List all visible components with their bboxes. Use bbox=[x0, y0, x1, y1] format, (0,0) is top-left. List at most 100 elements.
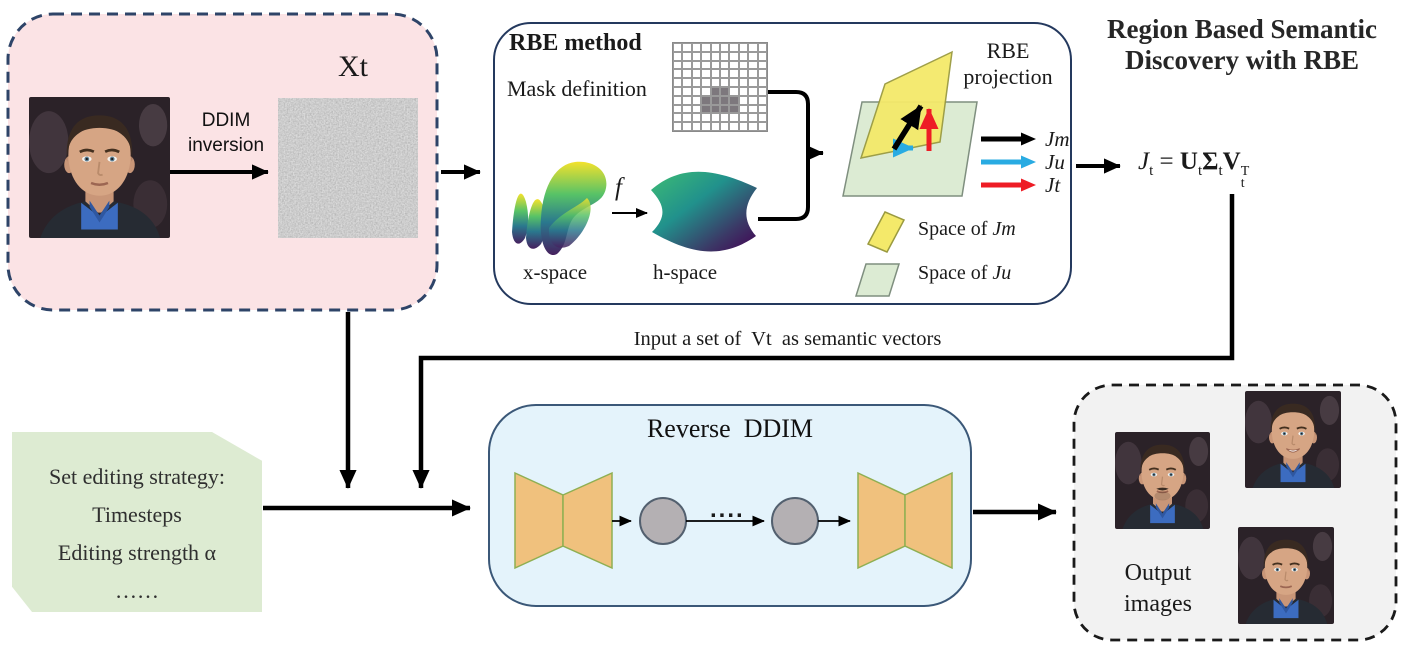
mask-cell bbox=[673, 69, 683, 79]
input-face-image bbox=[29, 97, 170, 238]
mask-cell bbox=[729, 113, 739, 123]
mask-cell bbox=[738, 113, 749, 123]
space-of-ju-prefix: Space of bbox=[918, 262, 993, 284]
x-space-label: x-space bbox=[523, 260, 588, 284]
h-space-plot bbox=[651, 171, 757, 252]
jm-arrow-icon bbox=[981, 132, 1036, 146]
mask-cell bbox=[682, 78, 692, 87]
mask-cell bbox=[682, 60, 692, 70]
mask-cell bbox=[710, 122, 720, 131]
latent-node-2 bbox=[771, 497, 819, 545]
output-face-image-2 bbox=[1245, 391, 1341, 488]
mask-cell bbox=[757, 60, 767, 70]
mask-cell bbox=[729, 60, 739, 70]
mask-cell bbox=[701, 113, 711, 123]
mask-cell bbox=[748, 122, 758, 131]
output-face-image-3 bbox=[1238, 527, 1334, 624]
mask-cell bbox=[738, 51, 749, 61]
mask-cell bbox=[673, 60, 683, 70]
ddim-inversion-label-line1: DDIM bbox=[201, 110, 251, 131]
page-title: Region Based Semantic Discovery with RBE bbox=[1080, 14, 1404, 76]
rbe-projection-label-line1: RBE bbox=[986, 38, 1030, 63]
mask-cell bbox=[738, 43, 749, 52]
reverse-ddim-content: Reverse DDIM .... bbox=[488, 404, 972, 607]
mask-cell bbox=[710, 95, 720, 105]
h-space-label: h-space bbox=[653, 260, 718, 284]
mask-cell bbox=[701, 43, 711, 52]
mask-cell bbox=[682, 51, 692, 61]
mask-cell bbox=[719, 60, 730, 70]
mask-cell bbox=[691, 95, 702, 105]
formula-v-sup: T bbox=[1240, 164, 1250, 179]
mask-cell bbox=[719, 87, 730, 96]
mask-cell bbox=[719, 95, 730, 105]
output-images-label-line2: images bbox=[1124, 591, 1192, 617]
mask-cell bbox=[719, 122, 730, 131]
mask-cell bbox=[710, 51, 720, 61]
jt-arrow-icon bbox=[981, 178, 1036, 192]
formula-j: J bbox=[1138, 148, 1150, 175]
mask-cell bbox=[738, 122, 749, 131]
ju-space-legend-swatch bbox=[854, 263, 901, 297]
formula-sigma-sub: t bbox=[1218, 163, 1223, 179]
mask-cell bbox=[748, 87, 758, 96]
formula-sigma: Σ bbox=[1202, 148, 1219, 175]
latent-node-1 bbox=[639, 497, 687, 545]
timesteps-ellipsis: .... bbox=[710, 496, 745, 523]
mask-cell bbox=[710, 69, 720, 79]
mask-cell bbox=[691, 69, 702, 79]
mask-cell bbox=[701, 122, 711, 131]
mask-cell bbox=[710, 43, 720, 52]
mask-cell bbox=[710, 104, 720, 114]
f-label: f bbox=[615, 174, 622, 201]
mask-cell bbox=[710, 87, 720, 96]
space-of-jm-prefix: Space of bbox=[918, 218, 993, 240]
formula-v-sub: t bbox=[1240, 176, 1245, 191]
reverse-ddim-diagram bbox=[514, 471, 953, 570]
mask-cell bbox=[673, 113, 683, 123]
space-of-ju-name: Ju bbox=[992, 262, 1012, 284]
mask-cell bbox=[757, 78, 767, 87]
rbe-projection-label: RBE projection bbox=[945, 38, 1071, 90]
space-of-ju-label: Space of Ju bbox=[918, 262, 1011, 285]
mask-cell bbox=[719, 78, 730, 87]
mask-cell bbox=[673, 51, 683, 61]
mask-cell bbox=[701, 104, 711, 114]
mask-cell bbox=[701, 69, 711, 79]
mask-cell bbox=[682, 113, 692, 123]
mask-cell bbox=[748, 113, 758, 123]
mask-cell bbox=[673, 78, 683, 87]
noise-texture bbox=[278, 98, 418, 238]
formula-j-sub: t bbox=[1149, 163, 1154, 179]
mask-cell bbox=[682, 87, 692, 96]
mask-cell bbox=[738, 60, 749, 70]
mask-cell bbox=[729, 78, 739, 87]
rbe-panel-content: RBE method Mask definition f x-space h-s… bbox=[493, 22, 1072, 305]
mask-cell bbox=[729, 51, 739, 61]
mask-cell bbox=[757, 95, 767, 105]
mask-cell bbox=[691, 104, 702, 114]
mask-cell bbox=[719, 113, 730, 123]
mask-cell bbox=[673, 87, 683, 96]
mask-cell bbox=[757, 113, 767, 123]
strategy-line-3: Editing strength α bbox=[57, 540, 217, 565]
mask-cell bbox=[682, 104, 692, 114]
mask-cell bbox=[691, 113, 702, 123]
mask-definition-label: Mask definition bbox=[507, 76, 647, 101]
mask-cell bbox=[729, 104, 739, 114]
jm-space-legend-swatch bbox=[866, 211, 906, 253]
legend-row-jm: Jm bbox=[981, 127, 1070, 151]
mask-cell bbox=[673, 95, 683, 105]
mask-cell bbox=[701, 78, 711, 87]
unet-decoder-icon bbox=[857, 471, 953, 570]
mask-cell bbox=[757, 104, 767, 114]
output-images-label: Output images bbox=[1112, 558, 1204, 620]
mask-cell bbox=[710, 78, 720, 87]
mask-cell bbox=[729, 95, 739, 105]
mask-cell bbox=[673, 43, 683, 52]
ju-arrow-icon bbox=[981, 155, 1036, 169]
jm-vector-arrow bbox=[891, 104, 924, 151]
mask-cell bbox=[691, 122, 702, 131]
